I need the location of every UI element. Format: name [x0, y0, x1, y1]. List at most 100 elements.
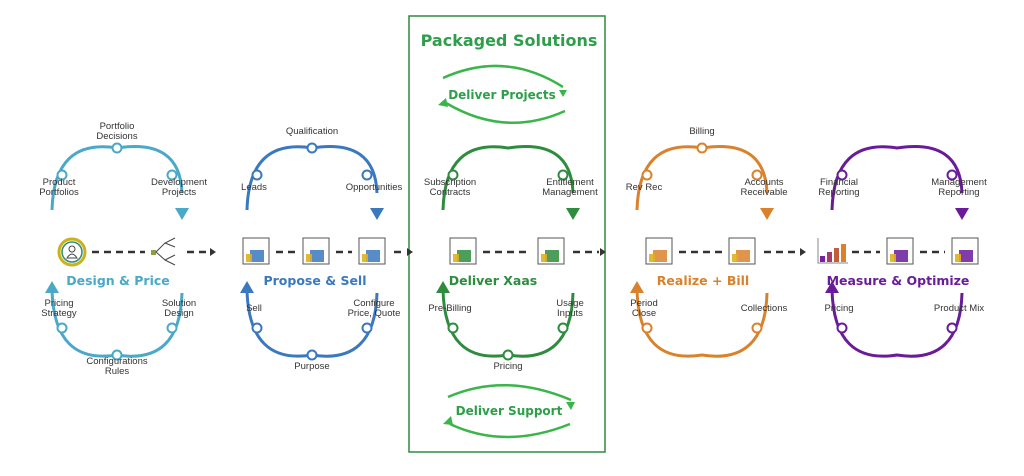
arrow-down-icon: [559, 90, 567, 97]
cycle-node: [946, 322, 958, 334]
cycle-arc-bottom: [445, 101, 566, 124]
stage-title: Design & Price: [66, 273, 170, 288]
cycle-label: Pre-Billing: [428, 303, 471, 314]
meeting-map-icon: [886, 237, 914, 265]
packaged-solutions-title: Packaged Solutions: [421, 31, 598, 50]
cycle-label: Collections: [741, 303, 788, 314]
salesperson-icon: [242, 237, 270, 265]
cycle-node: [361, 169, 373, 181]
arrow-right-icon: [210, 248, 216, 256]
cycle-arc-top: [447, 384, 572, 402]
arrow-up-icon: [436, 281, 450, 293]
bar-chart-icon: [817, 238, 848, 264]
cycle-node: [447, 169, 459, 181]
cycle-arc-bottom: [441, 289, 575, 358]
cycle-label: Rev Rec: [626, 182, 663, 193]
stage-title: Measure & Optimize: [827, 273, 970, 288]
cycle-node: [557, 322, 569, 334]
cycle-node: [641, 169, 653, 181]
cycle-node: [502, 349, 514, 361]
contract-sign-icon: [358, 237, 386, 265]
stage-title: Deliver Xaas: [449, 273, 538, 288]
arrow-up-icon: [438, 98, 448, 107]
deliver-support-label: Deliver Support: [456, 404, 563, 418]
cycle-node: [56, 322, 68, 334]
arrow-down-icon: [370, 208, 384, 220]
cycle-label: Leads: [241, 182, 267, 193]
cycle-label: Pricing: [493, 361, 522, 372]
cycle-label: Qualification: [286, 126, 338, 137]
cycle-node: [557, 169, 569, 181]
arrow-right-icon: [800, 248, 806, 256]
arrow-down-icon: [566, 402, 575, 410]
arrow-right-icon: [600, 248, 606, 256]
packaged-solutions-box: [408, 15, 606, 453]
arrow-up-icon: [825, 281, 839, 293]
arrow-down-icon: [955, 208, 969, 220]
cycle-arc-bottom: [449, 422, 571, 439]
arrow-down-icon: [760, 208, 774, 220]
workflow-person-icon: [449, 237, 477, 265]
arrow-down-icon: [566, 208, 580, 220]
cycle-arc-top: [245, 145, 379, 211]
desk-worker-icon: [645, 237, 673, 265]
arrow-up-icon: [443, 416, 453, 425]
cycle-arc-top: [442, 64, 564, 89]
deliver-projects-label: Deliver Projects: [448, 88, 556, 102]
cycle-node: [56, 169, 68, 181]
cycle-label: Purpose: [294, 361, 329, 372]
cycle-node: [836, 169, 848, 181]
cycle-node: [306, 142, 318, 154]
cycle-node: [696, 142, 708, 154]
arrow-down-icon: [175, 208, 189, 220]
cycle-node: [641, 322, 653, 334]
cycle-node: [306, 349, 318, 361]
cycle-label: Opportunities: [346, 182, 403, 193]
cycle-label: Billing: [689, 126, 714, 137]
cycle-node: [751, 169, 763, 181]
cycle-label: Sell: [246, 303, 262, 314]
deliver-support-cycle: Deliver Support: [443, 384, 575, 439]
arrow-up-icon: [45, 281, 59, 293]
cycle-node: [251, 322, 263, 334]
arrow-up-icon: [630, 281, 644, 293]
stage-propose: Leads QualificationOpportunitiesSellPurpo…: [240, 126, 413, 372]
tree-network-icon: [151, 237, 176, 266]
puzzle-icon: [302, 237, 330, 265]
cycle-node: [166, 169, 178, 181]
stage-title: Realize + Bill: [657, 273, 749, 288]
cycle-node: [946, 169, 958, 181]
person-circle-icon: [57, 237, 87, 267]
cycle-node: [447, 322, 459, 334]
cycle-node: [836, 322, 848, 334]
cycle-node: [111, 142, 123, 154]
deliver-projects-cycle: Deliver Projects: [438, 64, 567, 124]
cycle-arc-bottom: [830, 289, 964, 358]
cycle-node: [111, 349, 123, 361]
meter-badge-icon: [537, 237, 565, 265]
cycle-node: [251, 169, 263, 181]
invoice-calculator-icon: [728, 237, 756, 265]
cycle-node: [751, 322, 763, 334]
arrow-right-icon: [407, 248, 413, 256]
document-card-icon: [951, 237, 979, 265]
stage-title: Propose & Sell: [263, 273, 366, 288]
cycle-node: [361, 322, 373, 334]
